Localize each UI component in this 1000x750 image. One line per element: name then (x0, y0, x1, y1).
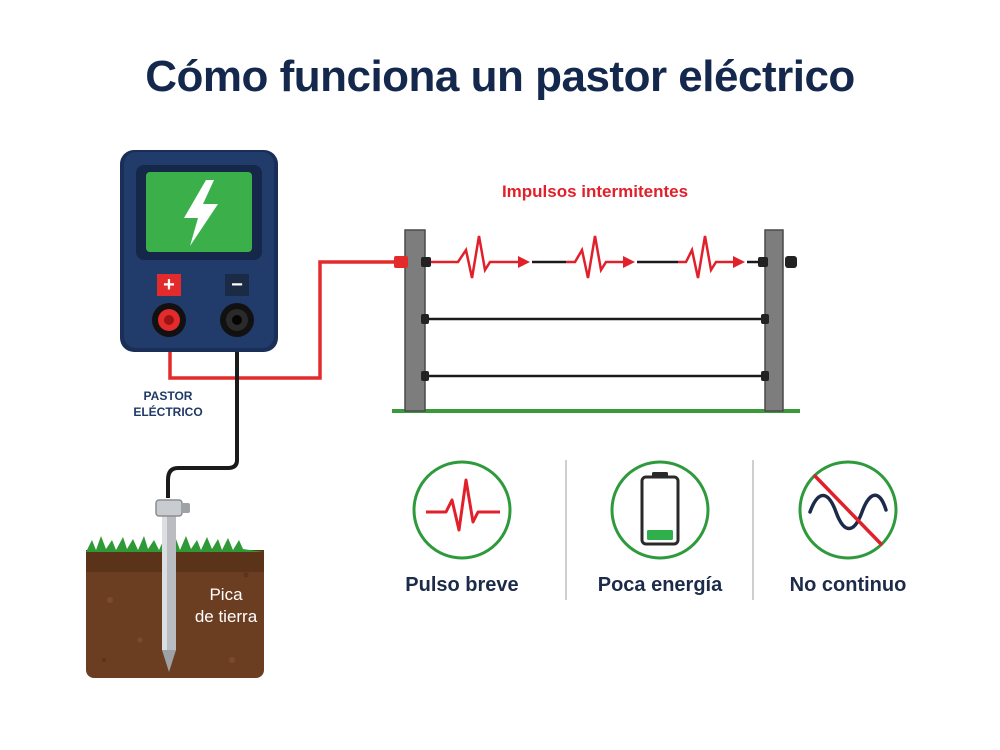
page-title: Cómo funciona un pastor eléctrico (145, 52, 855, 101)
device-label-line1: PASTOR (143, 389, 193, 403)
energizer-device: + − (120, 150, 278, 352)
pulses-label: Impulsos intermitentes (501, 182, 689, 201)
ground-label-line2: de tierra (194, 607, 258, 626)
pulse-wave-1 (431, 235, 530, 279)
feature-label-not-continuous: No continuo (789, 574, 907, 596)
feature-label-low-energy: Poca energía (597, 574, 723, 596)
ground-label-line1: Pica (209, 585, 243, 604)
pulse-wave-icon (412, 460, 512, 560)
live-wire (168, 260, 398, 380)
ground-rod (155, 499, 190, 672)
soil-block (86, 536, 264, 678)
fence (392, 229, 800, 413)
minus-symbol: − (231, 274, 243, 296)
minus-badge (225, 274, 249, 296)
feature-label-short-pulse: Pulso breve (405, 574, 519, 596)
pulse-wave-2 (566, 235, 635, 279)
lightning-bolt-icon (184, 180, 218, 246)
no-continuous-wave-icon (798, 460, 898, 560)
plus-symbol: + (163, 274, 175, 296)
device-label-line2: ELÉCTRICO (133, 405, 203, 419)
pulse-wave-3 (678, 235, 745, 279)
plus-badge (157, 274, 181, 296)
ground-rod-label: Pica de tierra (176, 584, 276, 628)
wire-connector (394, 256, 408, 268)
ground-wire (166, 322, 239, 498)
device-label: PASTOR ELÉCTRICO (118, 388, 218, 420)
low-battery-icon (610, 460, 710, 560)
